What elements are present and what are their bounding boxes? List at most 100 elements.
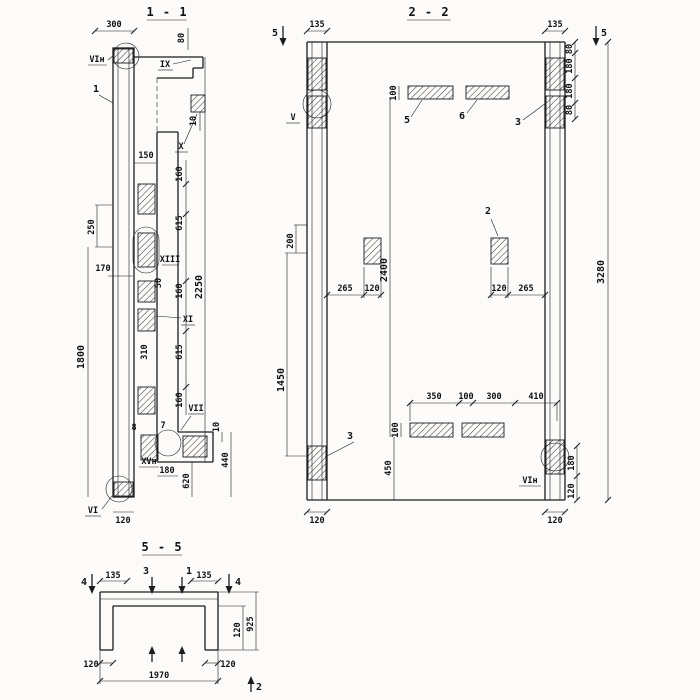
dim-170: 170 (95, 264, 110, 274)
hatch-zone (545, 439, 565, 475)
section-1-1-view: 1 - 1 300 80 VIн IX 1 X 10 15 (76, 5, 232, 526)
hatch-zone (545, 95, 565, 129)
dim-440: 440 (221, 452, 231, 467)
dim-150: 150 (138, 151, 153, 161)
dim-410: 410 (528, 392, 543, 402)
rebar-mesh-hatch (407, 85, 454, 100)
dim-265-left: 265 (337, 284, 352, 294)
detail-callout-circle (105, 475, 133, 503)
dim-180-b: 180 (565, 83, 575, 98)
label-1: 1 (93, 84, 99, 95)
dim-120-mid-left: 120 (364, 284, 379, 294)
hatch-zone (545, 57, 565, 91)
dim-180-bottom-right: 180 (567, 455, 577, 470)
label-7: 7 (160, 421, 165, 431)
anchor-block (190, 94, 206, 113)
dim-100-bottom: 100 (391, 422, 401, 437)
section-2-2-view: 2 - 2 5 5 135 135 V VIн 5 6 3 100 80 180… (272, 5, 612, 526)
dim-1800: 1800 (76, 345, 87, 369)
rebar-mesh-hatch (363, 237, 382, 265)
panel-edge-member (112, 47, 135, 498)
dim-135-left: 135 (309, 20, 324, 30)
detail-callout-circle (154, 429, 182, 457)
dim-120-mid-right: 120 (491, 284, 506, 294)
dim-120-bottom-right: 120 (220, 660, 235, 670)
dim-250: 250 (87, 219, 97, 234)
dim-50: 50 (154, 278, 164, 288)
cut-mark-5-right: 5 (601, 28, 607, 39)
label-XIII: XIII (160, 255, 180, 265)
hatch-zone (307, 445, 327, 481)
dim-2400: 2400 (379, 258, 390, 282)
section-title: 5 - 5 (141, 540, 182, 554)
label-VIn: VIн (522, 476, 537, 486)
label-XI: XI (183, 315, 193, 325)
rebar-mesh-hatch (137, 386, 156, 415)
hatch-zone (307, 95, 327, 129)
dim-615-b: 615 (175, 344, 185, 359)
label-3-top: 3 (515, 117, 521, 128)
rebar-mesh-hatch (137, 183, 156, 215)
dim-160-c: 160 (175, 392, 185, 407)
dim-100-top: 100 (389, 85, 399, 100)
label-6: 6 (459, 111, 465, 122)
hatch-bottom (113, 481, 134, 497)
section-5-5-view: 5 - 5 4 4 3 1 2 135 135 120 925 120 120 … (81, 540, 262, 693)
dim-450: 450 (384, 460, 394, 475)
dim-80-a: 80 (565, 44, 575, 54)
dim-615-a: 615 (175, 215, 185, 230)
cut-mark-4-right: 4 (235, 577, 241, 588)
dim-135-left: 135 (105, 571, 120, 581)
label-VI: VI (88, 506, 98, 516)
rebar-mesh-hatch (465, 85, 510, 100)
dim-120-bottom-right-2: 120 (547, 516, 562, 526)
detail-callout-circle (302, 89, 332, 119)
label-IX: IX (160, 60, 170, 70)
rebar-mesh-hatch (182, 435, 208, 458)
dim-120-leg: 120 (233, 622, 243, 637)
hatch-zone (307, 57, 327, 91)
dim-1970: 1970 (149, 671, 169, 681)
label-2: 2 (485, 206, 491, 217)
rebar-mesh-hatch (490, 237, 509, 265)
section-title: 1 - 1 (146, 5, 187, 19)
cut-mark-5-left: 5 (272, 28, 278, 39)
dim-925: 925 (246, 616, 256, 631)
label-VIn-top: VIн (89, 55, 104, 65)
label-5: 5 (404, 115, 410, 126)
dim-120-bottom-right: 120 (567, 483, 577, 498)
dim-120-bottom-left: 120 (83, 660, 98, 670)
dim-1450: 1450 (276, 368, 287, 392)
label-VII: VII (188, 404, 203, 414)
rebar-mesh-hatch (140, 434, 159, 461)
dim-310: 310 (140, 344, 150, 359)
section-title: 2 - 2 (408, 5, 449, 19)
rebar-mesh-hatch (137, 232, 156, 268)
rebar-mesh-hatch (409, 422, 454, 438)
dim-160-b: 160 (175, 283, 185, 298)
rebar-mesh-hatch (137, 308, 156, 332)
dim-300: 300 (486, 392, 501, 402)
dim-265-right: 265 (518, 284, 533, 294)
label-X: X (178, 142, 183, 152)
dim-300: 300 (106, 20, 121, 30)
dim-180-a: 180 (565, 58, 575, 73)
dim-120: 120 (115, 516, 130, 526)
slot-opening (132, 226, 160, 274)
cut-mark-2: 2 (256, 682, 262, 693)
dim-120-bottom-left: 120 (309, 516, 324, 526)
label-V: V (290, 113, 295, 123)
hatch-top (113, 48, 134, 64)
cut-mark-1: 1 (186, 566, 192, 577)
detail-callout-circle (540, 442, 570, 472)
dim-350: 350 (426, 392, 441, 402)
dim-620: 620 (182, 473, 192, 488)
rebar-mesh-hatch (137, 280, 156, 303)
rebar-mesh-hatch (461, 422, 505, 438)
cut-mark-4-left: 4 (81, 577, 87, 588)
dim-80-b: 80 (565, 105, 575, 115)
dim-100-mid: 100 (458, 392, 473, 402)
dim-200: 200 (286, 233, 296, 248)
